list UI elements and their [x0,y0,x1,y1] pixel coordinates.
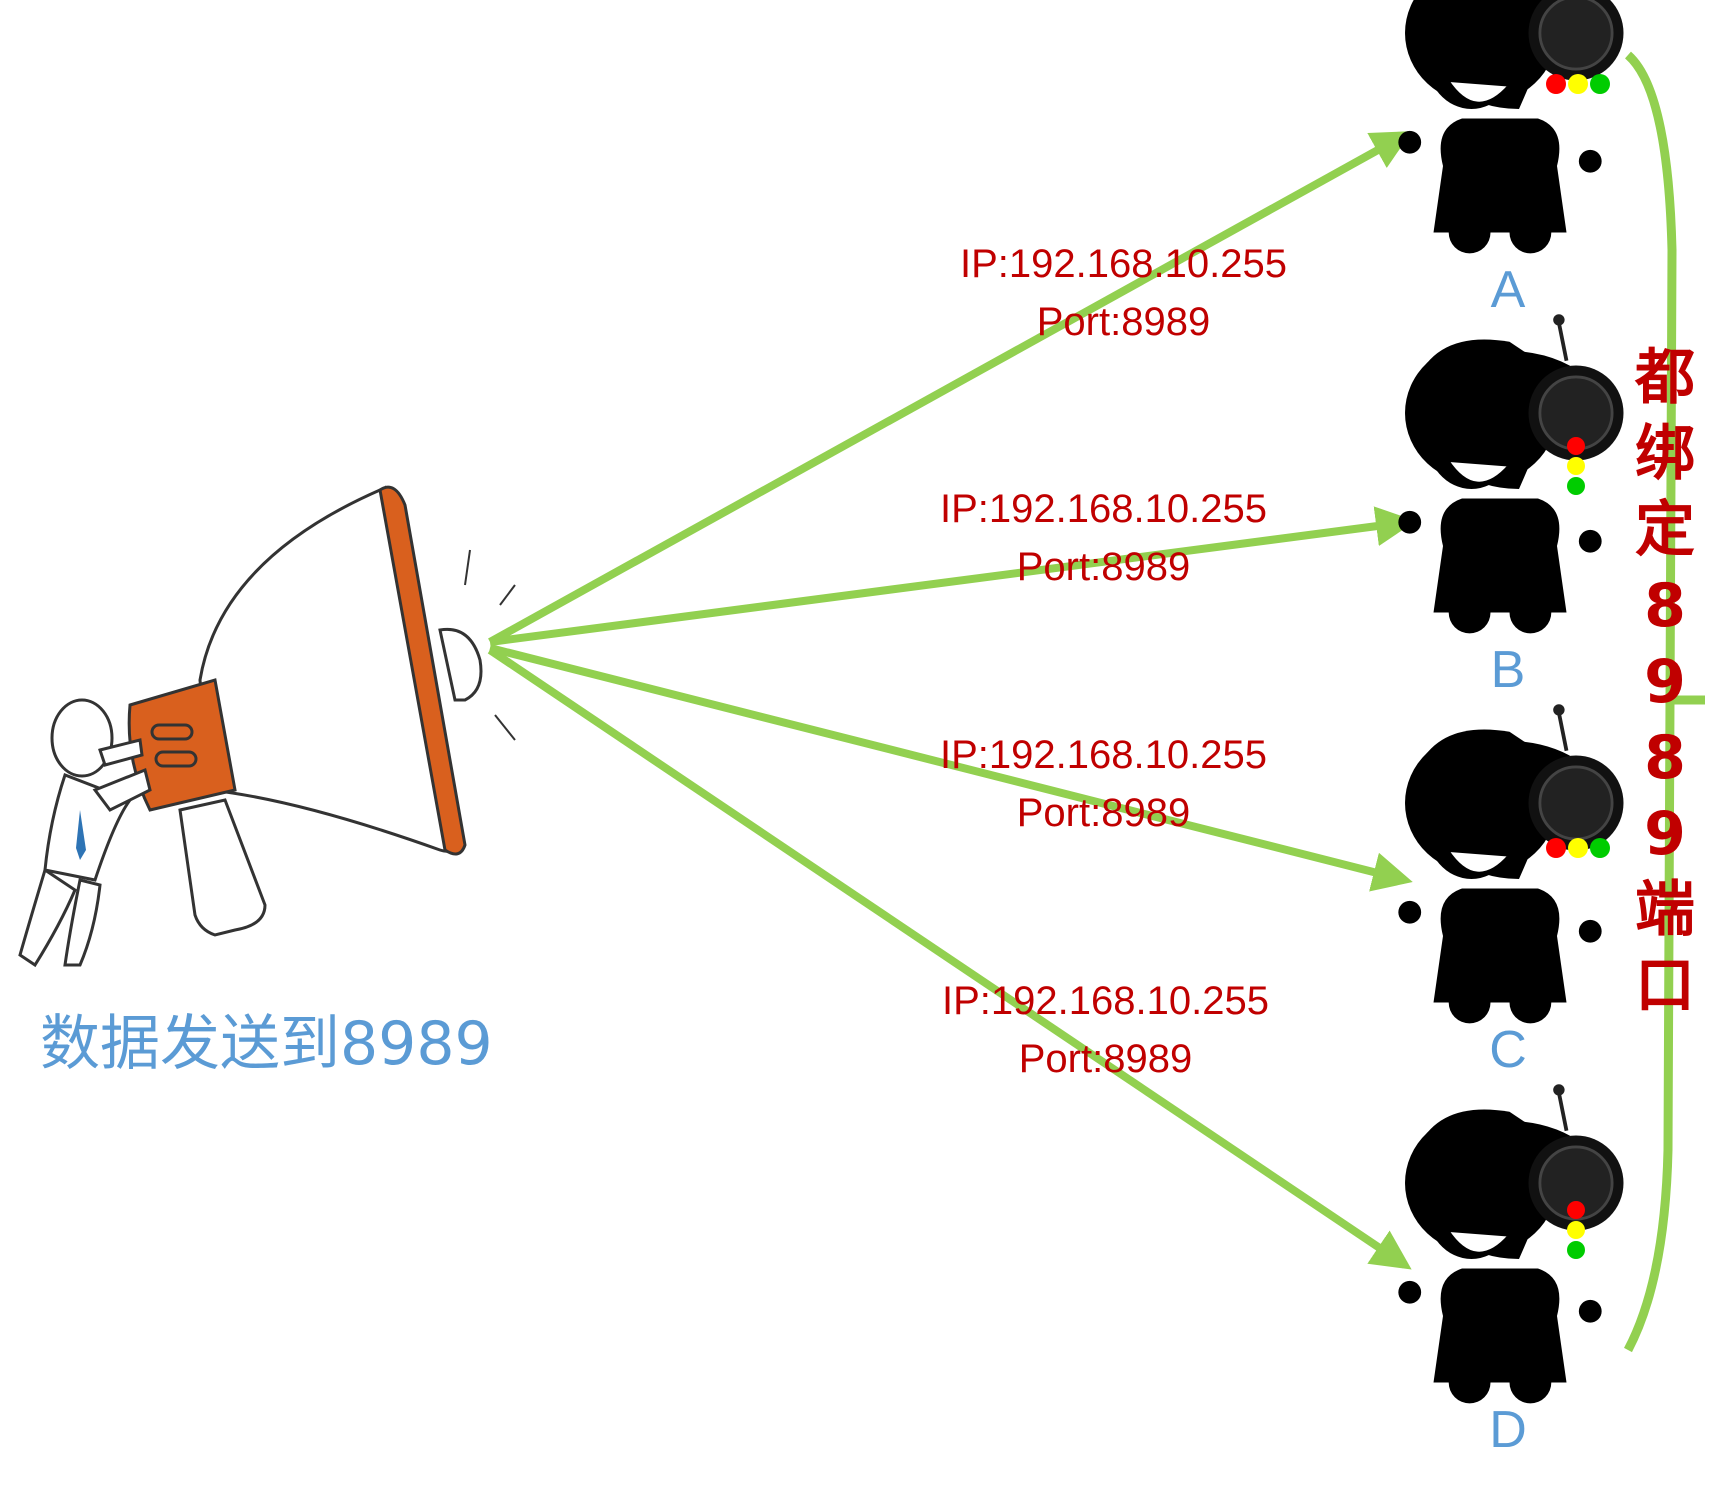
edge-label-c-ip: IP:192.168.10.255 [940,733,1267,777]
traffic-light-a-icon [1546,74,1610,94]
bracket-char: 8 [1644,571,1686,641]
traffic-light-b-icon [1567,437,1585,495]
edge-label-a-port: Port:8989 [1036,300,1211,344]
person-icon [18,698,152,968]
bracket-char: 8 [1644,723,1686,793]
robot-b-icon [1398,314,1623,633]
node-letter-b: B [1490,641,1526,699]
edge-label-c-port: Port:8989 [1016,791,1191,835]
bracket-char: 9 [1644,647,1686,717]
edge-label-a: IP:192.168.10.255 Port:8989 [960,235,1287,351]
node-letter-d: D [1489,1401,1527,1459]
traffic-light-c-icon [1546,838,1610,858]
bracket-char: 定 [1635,495,1695,565]
bracket-char: 都 [1635,343,1695,413]
bracket-char: 绑 [1635,419,1695,489]
edge-label-a-ip: IP:192.168.10.255 [960,242,1287,286]
edge-label-b-ip: IP:192.168.10.255 [940,487,1267,531]
edge-label-d-port: Port:8989 [1018,1037,1193,1081]
traffic-light-d-icon [1567,1201,1585,1259]
arrow-to-d [487,646,1412,1270]
node-letter-c: C [1489,1021,1527,1079]
edge-label-d-ip: IP:192.168.10.255 [942,979,1269,1023]
node-letter-a: A [1490,261,1526,319]
bracket-label: 都 绑 定 8 9 8 9 端 口 [1620,340,1710,1024]
edge-label-c: IP:192.168.10.255 Port:8989 [940,726,1267,842]
bracket-char: 端 [1635,875,1695,945]
edge-label-b: IP:192.168.10.255 Port:8989 [940,480,1267,596]
arrows [487,131,1416,1270]
robot-a-icon [1398,0,1623,253]
sender-caption: 数据发送到8989 [40,1009,493,1079]
bracket-char: 9 [1644,799,1686,869]
arrow-to-c [489,644,1413,892]
megaphone-icon [127,485,516,937]
arrow-to-b [489,506,1416,646]
edge-label-b-port: Port:8989 [1016,545,1191,589]
bracket-char: 口 [1635,951,1695,1021]
edge-label-d: IP:192.168.10.255 Port:8989 [942,972,1269,1088]
robot-c-icon [1398,704,1623,1023]
arrow-to-a [488,131,1412,646]
robot-d-icon [1398,1084,1623,1403]
